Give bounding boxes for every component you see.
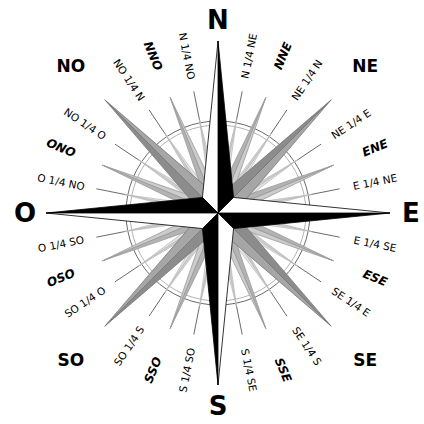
quarter-label: N 1/4 NE [240, 33, 259, 80]
tick-line [236, 303, 242, 334]
star-point [202, 41, 218, 213]
cardinal-label: N [207, 7, 229, 33]
tick-line [115, 264, 142, 282]
star-point [202, 213, 218, 385]
quarter-label: NO 1/4 N [112, 57, 147, 102]
star-point [46, 213, 218, 229]
quarter-label: O 1/4 SO [37, 234, 85, 253]
intercardinal-label: SO [58, 352, 85, 369]
tick-line [96, 189, 127, 195]
quarter-label: NO 1/4 O [62, 106, 108, 141]
quarter-label: SE 1/4 S [290, 325, 323, 367]
star-point [218, 197, 390, 213]
secondary-label: ENE [361, 137, 390, 158]
tick-line [194, 303, 200, 334]
secondary-label: NNE [272, 41, 294, 72]
intercardinal-label: NE [352, 57, 378, 74]
intercardinal-label: SE [353, 352, 377, 369]
secondary-label: ESE [361, 268, 389, 289]
quarter-label: NE 1/4 N [290, 58, 324, 102]
star-point [218, 41, 234, 213]
quarter-label: S 1/4 SO [177, 347, 196, 393]
tick-line [294, 144, 321, 162]
star-point [218, 100, 331, 213]
star-point [105, 213, 218, 326]
quarter-label: NE 1/4 E [329, 107, 372, 141]
star-point [105, 213, 218, 326]
cardinal-label: E [402, 200, 420, 226]
quarter-label: SE 1/4 E [330, 285, 372, 318]
tick-line [269, 110, 287, 137]
star-point [218, 213, 331, 326]
quarter-label: SO 1/4 S [112, 324, 146, 367]
secondary-label: OSO [45, 267, 76, 289]
tick-line [194, 91, 200, 122]
tick-line [308, 231, 339, 237]
quarter-label: N 1/4 NO [177, 32, 197, 81]
secondary-label: NNO [142, 40, 165, 73]
quarter-label: S 1/4 SE [240, 348, 259, 393]
cardinal-label: O [14, 200, 36, 226]
tick-line [269, 289, 287, 316]
cardinal-label: S [209, 393, 228, 419]
star-point [218, 213, 390, 229]
star-point [218, 100, 331, 213]
quarter-label: SO 1/4 O [63, 285, 108, 320]
quarter-label: O 1/4 NO [37, 172, 86, 192]
star-point [218, 213, 234, 385]
tick-line [149, 110, 167, 137]
quarter-label: E 1/4 SE [353, 235, 398, 254]
tick-line [294, 264, 321, 282]
secondary-label: ONO [45, 137, 78, 160]
intercardinal-label: NO [57, 57, 86, 74]
tick-line [236, 91, 242, 122]
tick-line [149, 289, 167, 316]
star-point [218, 213, 331, 326]
star-point [46, 197, 218, 213]
star-point [105, 100, 218, 213]
tick-line [115, 144, 142, 162]
secondary-label: SSE [273, 356, 294, 384]
secondary-label: SSO [142, 355, 163, 385]
star-point [105, 100, 218, 213]
quarter-label: E 1/4 NE [352, 172, 398, 191]
tick-line [96, 231, 127, 237]
tick-line [308, 189, 339, 195]
